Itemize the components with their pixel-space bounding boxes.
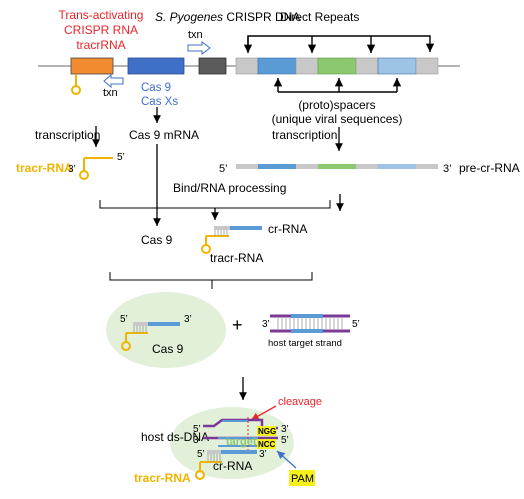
tracr-rna-3prime: 3’ <box>68 164 76 175</box>
ncc-label: NCC <box>258 440 276 449</box>
spacer-bracket <box>273 78 402 93</box>
casxs-gene-label: Cas Xs <box>141 96 178 108</box>
ncc-box <box>257 439 276 449</box>
pam-box <box>289 470 315 486</box>
host-5prime: 5’ <box>352 319 360 330</box>
pre-cr-rna-strip <box>236 164 438 169</box>
final-guide-rna <box>195 450 257 480</box>
final-top-3prime: 3’ <box>281 424 289 435</box>
complex-cas9-label: Cas 9 <box>152 342 184 356</box>
transcription-left-label: transcription <box>35 128 100 142</box>
final-cr-rna-label: cr-RNA <box>213 459 252 473</box>
tracr-title-line-1: Trans-activating <box>59 8 144 22</box>
tracr-gene-box <box>70 57 114 75</box>
tracr-rna-label-1: tracr-RNA <box>210 251 263 265</box>
bind-bracket <box>99 200 331 209</box>
crispr-dna-title-italic: S. Pyogenes <box>155 10 223 24</box>
txn-left-arrow-icon <box>103 73 124 89</box>
tracr-gene-loop-icon <box>71 85 81 95</box>
spacer-blue-2 <box>377 57 417 75</box>
spacer-green <box>317 57 357 75</box>
spacers-label-2: (unique viral sequences) <box>272 112 403 126</box>
crispr-array <box>235 57 439 75</box>
ngg-box <box>257 426 276 436</box>
tracr-title-line-3: tracrRNA <box>76 38 125 52</box>
final-tracr-rna-label: tracr-RNA <box>134 471 191 485</box>
merge-bracket <box>109 272 313 281</box>
tracr-rna-red-label: tracr-RNA <box>16 161 73 175</box>
host-ds-dna-label: host ds-DNA <box>141 430 209 444</box>
host-target-strand-label: host target strand <box>268 338 342 349</box>
complex-3prime: 3’ <box>184 314 192 325</box>
target-label: target <box>226 436 257 448</box>
pre-cr-rna-label: pre-cr-RNA <box>459 161 520 175</box>
crispr-dna-title: S. Pyogenes CRISPR DNA <box>155 10 300 24</box>
cas9-gene-label: Cas 9 <box>141 82 171 94</box>
pre-cr-3prime: 3’ <box>443 163 452 175</box>
complex-5prime: 5’ <box>120 314 128 325</box>
direct-repeats-label: Direct Repeats <box>280 10 359 24</box>
txn-left-label: txn <box>103 87 118 99</box>
complex-rna <box>121 322 180 351</box>
tracr-rna-5prime: 5’ <box>117 152 125 163</box>
cr-rna-label-1: cr-RNA <box>268 222 307 236</box>
processed-rna-duplex <box>201 226 262 254</box>
txn-right-arrow-icon <box>187 41 211 55</box>
cas9-mrna-label: Cas 9 mRNA <box>129 128 199 142</box>
repeat-2 <box>295 57 319 75</box>
crispr-dna-title-rest: CRISPR DNA <box>223 10 300 24</box>
tracr-rna-molecule <box>79 157 113 180</box>
tracr-title-line-2: CRISPR RNA <box>64 23 138 37</box>
final-mid-5prime: 5’ <box>281 435 289 446</box>
cas9-protein-label: Cas 9 <box>141 233 173 247</box>
pam-arrow <box>276 450 297 469</box>
casxs-gene-box <box>198 57 227 75</box>
direct-repeat-bracket <box>243 35 435 53</box>
host-3prime: 3’ <box>262 319 270 330</box>
cas9-gene-box <box>127 57 185 75</box>
plus-sign: + <box>232 315 243 335</box>
cleavage-label: cleavage <box>278 396 322 408</box>
ngg-label: NGG <box>258 427 276 436</box>
cas9-complex-blob <box>106 292 226 368</box>
repeat-1 <box>235 57 259 75</box>
spacer-blue-1 <box>257 57 297 75</box>
pre-cr-5prime: 5’ <box>219 163 228 175</box>
repeat-4 <box>415 57 439 75</box>
final-top-5prime: 5’ <box>193 424 201 435</box>
final-mid-3prime: 3’ <box>193 435 201 446</box>
final-cr-3prime: 3’ <box>259 449 267 460</box>
cleavage-arrow <box>250 405 277 421</box>
txn-right-label: txn <box>188 29 203 41</box>
spacers-label-1: (proto)spacers <box>298 98 375 112</box>
host-target-dna <box>270 314 350 333</box>
bind-processing-label: Bind/RNA processing <box>173 181 286 195</box>
final-cr-5prime: 5’ <box>197 449 205 460</box>
transcription-right-label: transcription <box>272 128 337 142</box>
repeat-3 <box>355 57 379 75</box>
pam-label: PAM <box>291 473 314 485</box>
